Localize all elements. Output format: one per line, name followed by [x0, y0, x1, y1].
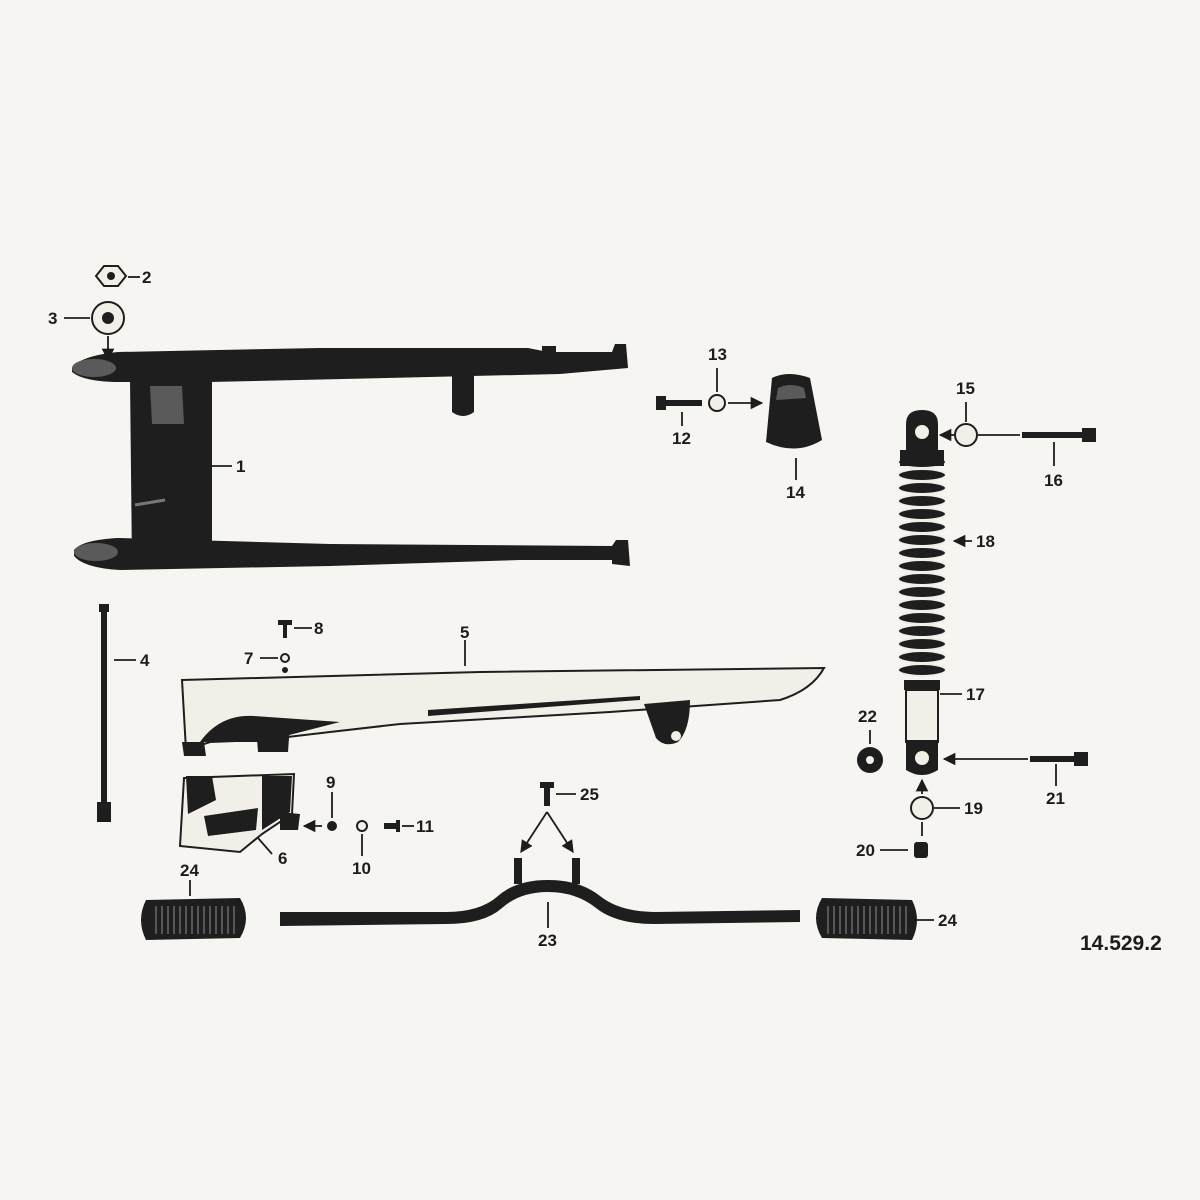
bolt-12-part — [656, 396, 702, 410]
callout-17: 17 — [966, 685, 985, 704]
screw-11-part — [384, 820, 400, 832]
washer-10-part — [356, 820, 368, 832]
callout-1: 1 — [236, 457, 245, 476]
bolt-16-part — [1022, 428, 1096, 442]
callout-2: 2 — [142, 268, 151, 287]
callout-25: 25 — [580, 785, 599, 804]
washer-9-part — [327, 821, 337, 831]
callout-8: 8 — [314, 619, 323, 638]
callout-3: 3 — [48, 309, 57, 328]
nut-part — [94, 265, 128, 287]
callout-20: 20 — [856, 841, 875, 860]
callout-7: 7 — [244, 649, 253, 668]
callout-10: 10 — [352, 859, 371, 878]
washer-19-part — [910, 796, 934, 820]
callout-14: 14 — [786, 483, 805, 502]
shock-absorber-part — [897, 410, 947, 775]
figure-reference: 14.529.2 — [1080, 932, 1162, 955]
callout-22: 22 — [858, 707, 877, 726]
guard-bracket-part — [178, 772, 300, 854]
callout-18: 18 — [976, 532, 995, 551]
callout-11: 11 — [416, 817, 434, 836]
footrest-rubber-right-part — [816, 898, 917, 940]
bolt-21-part — [1030, 752, 1088, 766]
washer-part — [91, 301, 125, 335]
callout-6: 6 — [278, 849, 287, 868]
long-bolt-part — [97, 604, 111, 822]
bushing-22-part — [857, 747, 883, 773]
washer-13-part — [708, 394, 726, 412]
footrest-bar-part — [280, 858, 800, 926]
callout-9: 9 — [326, 773, 335, 792]
swing-arm-part — [72, 344, 630, 570]
callout-16: 16 — [1044, 471, 1063, 490]
callout-23: 23 — [538, 931, 557, 950]
small-washer-part — [280, 653, 290, 663]
callout-15: 15 — [956, 379, 975, 398]
chain-guard-part — [180, 666, 826, 756]
rubber-block-part — [766, 374, 822, 449]
bolt-25-part — [540, 782, 554, 806]
callout-13: 13 — [708, 345, 727, 364]
washer-15-part — [954, 423, 978, 447]
callout-24-right: 24 — [938, 911, 957, 930]
callout-24-left: 24 — [180, 861, 199, 880]
callout-21: 21 — [1046, 789, 1065, 808]
footrest-rubber-left-part — [141, 898, 246, 940]
callout-4: 4 — [140, 651, 150, 670]
callout-12: 12 — [672, 429, 691, 448]
spacer-20-part — [914, 842, 928, 858]
callout-19: 19 — [964, 799, 983, 818]
small-screw-part — [278, 620, 292, 638]
callout-5: 5 — [460, 623, 469, 642]
